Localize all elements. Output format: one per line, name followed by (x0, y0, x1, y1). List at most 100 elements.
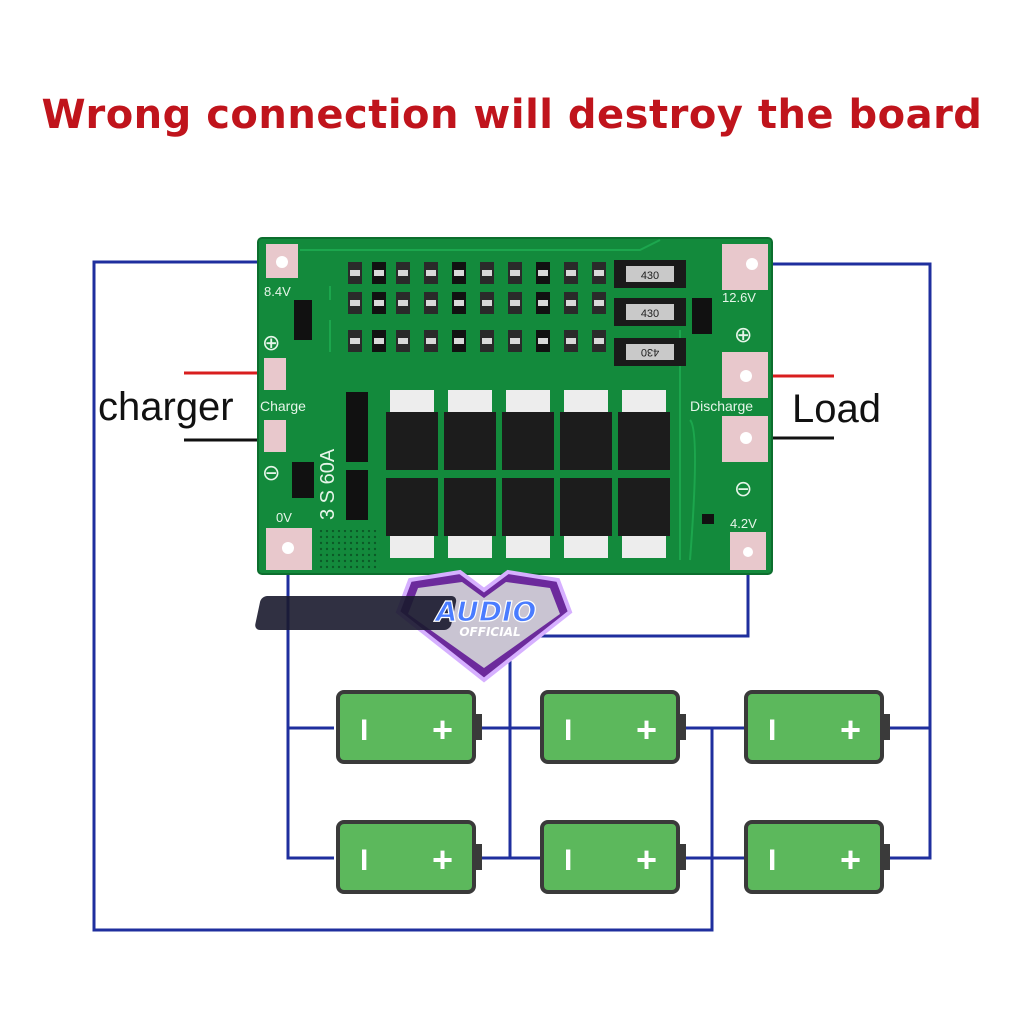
mosfet (560, 412, 612, 470)
smd-part-marking (398, 300, 408, 306)
battery-body (336, 690, 476, 764)
mosfet-tab (564, 390, 608, 412)
battery-terminal (882, 844, 890, 870)
battery-body (744, 820, 884, 894)
warning-title: Wrong connection will destroy the board (41, 92, 983, 138)
smd-part-marking (374, 300, 384, 306)
smd-part-marking (426, 338, 436, 344)
pads (264, 244, 768, 570)
smd-part-marking (594, 300, 604, 306)
battery-minus-mark: I (564, 714, 572, 747)
battery-plus-mark: + (636, 709, 657, 750)
smd-part-marking (566, 270, 576, 276)
watermark-line2: OFFICIAL (459, 625, 520, 639)
smd-part-marking (454, 300, 464, 306)
shunt-resistors: 430 430 430 (614, 260, 712, 366)
battery-terminal (678, 714, 686, 740)
bms-board: 430 430 430 8.4V 12.6V 0V 4.2V Charg (257, 237, 773, 575)
label-charge: Charge (260, 398, 306, 414)
battery-cell: I+ (336, 820, 482, 894)
battery-cell: I+ (744, 820, 890, 894)
smd-part-marking (454, 338, 464, 344)
mosfet (502, 412, 554, 470)
battery-terminal (678, 844, 686, 870)
battery-plus-mark: + (840, 709, 861, 750)
mosfet (618, 478, 670, 536)
mosfet-tab (622, 536, 666, 558)
resistor-label-2: 430 (641, 308, 659, 320)
mosfet (618, 412, 670, 470)
wire-0v (286, 548, 334, 860)
smd-part-marking (398, 270, 408, 276)
battery-minus-mark: I (564, 844, 572, 877)
smd-part-marking (510, 300, 520, 306)
mosfet (386, 412, 438, 470)
battery-plus-mark: + (840, 839, 861, 880)
battery-cell: I+ (540, 820, 686, 894)
battery-plus-mark: + (432, 839, 453, 880)
minus-symbol-left: ⊖ (262, 461, 280, 486)
smd-part-marking (482, 338, 492, 344)
resistor-label-1: 430 (641, 270, 659, 282)
smd-part-marking (350, 338, 360, 344)
smd-part-marking (426, 300, 436, 306)
plus-symbol-left: ⊕ (262, 331, 280, 356)
mosfet (502, 478, 554, 536)
mosfet-tab (390, 390, 434, 412)
plus-symbol-right: ⊕ (734, 323, 752, 348)
smd-part-marking (538, 338, 548, 344)
battery-terminal (474, 714, 482, 740)
pad-charge-positive (264, 358, 286, 390)
smd-part-marking (350, 300, 360, 306)
battery-plus-mark: + (636, 839, 657, 880)
smd-part-marking (482, 270, 492, 276)
battery-minus-mark: I (768, 714, 776, 747)
battery-terminal (882, 714, 890, 740)
smd-part-marking (566, 300, 576, 306)
mosfet-tab (506, 536, 550, 558)
battery-cell: I+ (540, 690, 686, 764)
smd-part-marking (594, 270, 604, 276)
smd-part-marking (426, 270, 436, 276)
load-label: Load (792, 387, 881, 431)
label-4v2: 4.2V (730, 516, 757, 531)
smd-part-marking (374, 338, 384, 344)
mosfet-tab (564, 536, 608, 558)
battery-cell: I+ (744, 690, 890, 764)
pad-charge-negative (264, 420, 286, 452)
battery-terminal (474, 844, 482, 870)
mosfet (444, 412, 496, 470)
label-discharge: Discharge (690, 398, 753, 414)
smd-part-marking (510, 338, 520, 344)
smd-part-marking (482, 300, 492, 306)
battery-body (336, 820, 476, 894)
mosfet-tab (448, 536, 492, 558)
smd-part-marking (374, 270, 384, 276)
smd-part-marking (454, 270, 464, 276)
battery-minus-mark: I (768, 844, 776, 877)
smd-components (348, 262, 606, 352)
smd-part-marking (594, 338, 604, 344)
wire-12v6 (752, 262, 932, 860)
mosfet (560, 478, 612, 536)
label-12v6: 12.6V (722, 290, 756, 305)
battery-plus-mark: + (432, 709, 453, 750)
mosfet-tab (506, 390, 550, 412)
pad-12v6 (722, 244, 768, 290)
smd-part-marking (398, 338, 408, 344)
mosfet-tab (622, 390, 666, 412)
battery-minus-mark: I (360, 844, 368, 877)
resistor-label-3: 430 (641, 346, 659, 358)
wire-8v4 (92, 260, 714, 932)
mosfets (386, 390, 670, 558)
smd-part-marking (350, 270, 360, 276)
wiring (92, 260, 932, 932)
smd-part-marking (510, 270, 520, 276)
label-model: 3 S 60A (317, 448, 339, 520)
smd-part-marking (538, 300, 548, 306)
smd-part-marking (566, 338, 576, 344)
batteries: I+I+I+I+I+I+ (336, 690, 890, 894)
mosfet-tab (390, 536, 434, 558)
